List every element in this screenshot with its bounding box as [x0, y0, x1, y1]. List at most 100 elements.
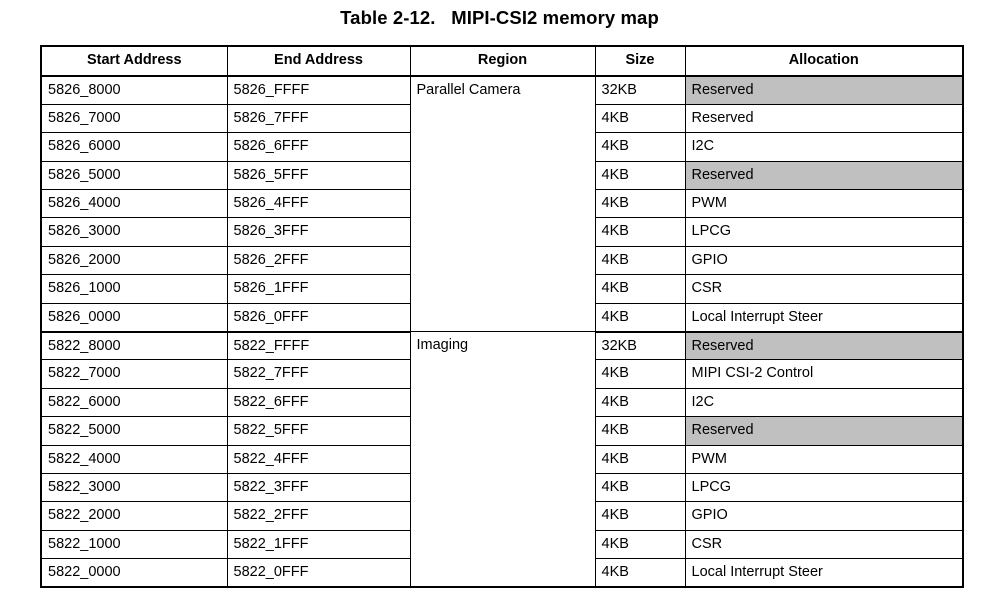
cell-size: 4KB	[594, 302, 686, 333]
cell-allocation: MIPI CSI-2 Control	[684, 359, 964, 389]
cell-allocation: Reserved	[684, 75, 964, 105]
cell-end-address: 5822_FFFF	[226, 331, 411, 361]
cell-size: 4KB	[594, 274, 686, 304]
cell-allocation: LPCG	[684, 217, 964, 247]
cell-allocation: GPIO	[684, 501, 964, 531]
cell-end-address: 5822_6FFF	[226, 387, 411, 418]
cell-end-address: 5826_3FFF	[226, 217, 411, 247]
cell-end-address: 5822_7FFF	[226, 359, 411, 389]
cell-size: 4KB	[594, 501, 686, 531]
column-header-start-address: Start Address	[40, 45, 228, 77]
cell-start-address: 5826_1000	[40, 274, 228, 304]
cell-start-address: 5826_4000	[40, 189, 228, 219]
cell-start-address: 5826_7000	[40, 103, 228, 134]
cell-start-address: 5826_8000	[40, 75, 228, 105]
cell-region: Imaging	[409, 331, 596, 588]
cell-size: 32KB	[594, 331, 686, 361]
cell-start-address: 5826_6000	[40, 132, 228, 162]
memory-map-table: Start Address End Address Region Size Al…	[40, 45, 964, 589]
cell-size: 4KB	[594, 103, 686, 134]
cell-start-address: 5822_5000	[40, 416, 228, 446]
cell-end-address: 5826_2FFF	[226, 245, 411, 276]
cell-allocation: CSR	[684, 274, 964, 304]
cell-allocation: LPCG	[684, 472, 964, 503]
cell-allocation: GPIO	[684, 245, 964, 276]
cell-end-address: 5826_5FFF	[226, 160, 411, 191]
cell-start-address: 5826_3000	[40, 217, 228, 247]
cell-size: 4KB	[594, 444, 686, 474]
cell-size: 4KB	[594, 359, 686, 389]
cell-end-address: 5822_0FFF	[226, 558, 411, 589]
cell-size: 4KB	[594, 245, 686, 276]
column-header-allocation: Allocation	[684, 45, 964, 77]
cell-start-address: 5826_5000	[40, 160, 228, 191]
cell-allocation: Local Interrupt Steer	[684, 558, 964, 589]
cell-size: 4KB	[594, 529, 686, 560]
cell-start-address: 5822_6000	[40, 387, 228, 418]
cell-allocation: I2C	[684, 132, 964, 162]
column-header-end-address: End Address	[226, 45, 411, 77]
cell-allocation: PWM	[684, 444, 964, 474]
memory-map-table-container: Start Address End Address Region Size Al…	[40, 45, 964, 589]
cell-end-address: 5826_7FFF	[226, 103, 411, 134]
cell-allocation: CSR	[684, 529, 964, 560]
cell-end-address: 5822_4FFF	[226, 444, 411, 474]
cell-size: 32KB	[594, 75, 686, 105]
cell-end-address: 5826_1FFF	[226, 274, 411, 304]
cell-end-address: 5822_1FFF	[226, 529, 411, 560]
cell-end-address: 5826_0FFF	[226, 302, 411, 333]
cell-size: 4KB	[594, 387, 686, 418]
cell-start-address: 5822_8000	[40, 331, 228, 361]
cell-end-address: 5826_4FFF	[226, 189, 411, 219]
column-header-size: Size	[594, 45, 686, 77]
table-header-row: Start Address End Address Region Size Al…	[40, 45, 964, 77]
cell-allocation: Reserved	[684, 331, 964, 361]
cell-size: 4KB	[594, 217, 686, 247]
cell-allocation: PWM	[684, 189, 964, 219]
cell-size: 4KB	[594, 472, 686, 503]
column-header-region: Region	[409, 45, 596, 77]
cell-size: 4KB	[594, 189, 686, 219]
cell-allocation: Local Interrupt Steer	[684, 302, 964, 333]
page-title: Table 2-12. MIPI-CSI2 memory map	[340, 7, 659, 28]
table-header: Start Address End Address Region Size Al…	[40, 45, 964, 77]
cell-end-address: 5822_2FFF	[226, 501, 411, 531]
cell-end-address: 5826_FFFF	[226, 75, 411, 105]
cell-start-address: 5822_1000	[40, 529, 228, 560]
cell-size: 4KB	[594, 160, 686, 191]
cell-start-address: 5822_0000	[40, 558, 228, 589]
cell-start-address: 5822_4000	[40, 444, 228, 474]
cell-allocation: Reserved	[684, 160, 964, 191]
cell-region: Parallel Camera	[409, 75, 596, 333]
cell-start-address: 5826_2000	[40, 245, 228, 276]
cell-size: 4KB	[594, 558, 686, 589]
cell-allocation: Reserved	[684, 103, 964, 134]
cell-end-address: 5822_5FFF	[226, 416, 411, 446]
cell-size: 4KB	[594, 416, 686, 446]
cell-start-address: 5822_2000	[40, 501, 228, 531]
cell-start-address: 5822_7000	[40, 359, 228, 389]
cell-end-address: 5822_3FFF	[226, 472, 411, 503]
cell-allocation: Reserved	[684, 416, 964, 446]
cell-allocation: I2C	[684, 387, 964, 418]
cell-size: 4KB	[594, 132, 686, 162]
cell-end-address: 5826_6FFF	[226, 132, 411, 162]
cell-start-address: 5822_3000	[40, 472, 228, 503]
